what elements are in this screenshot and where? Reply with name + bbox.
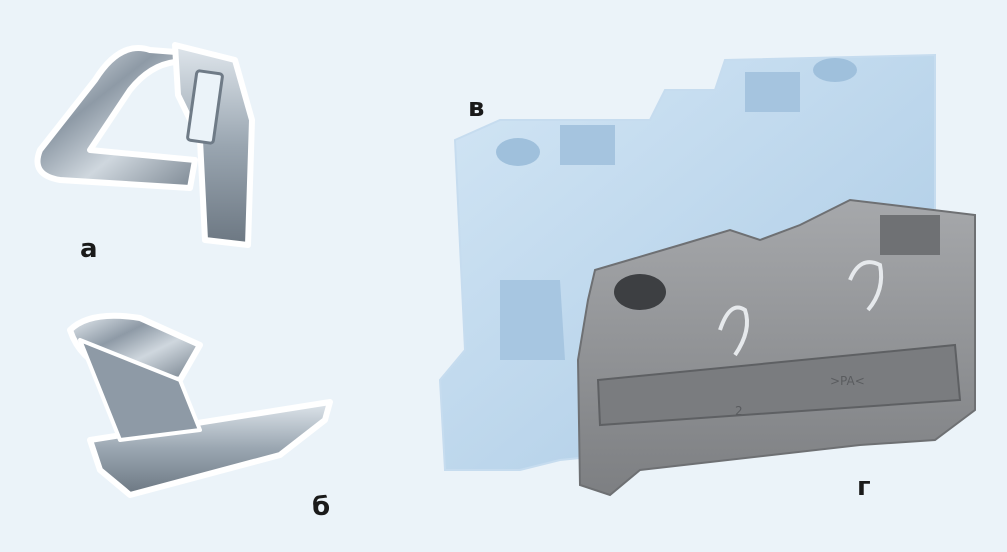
terminal-block-gray: >PA< 2 <box>576 198 976 497</box>
spring-clamp-b <box>67 312 333 498</box>
svg-text:>PA<: >PA< <box>830 374 865 388</box>
label-b: б <box>312 492 331 522</box>
label-g: г <box>857 472 871 502</box>
label-v: в <box>468 93 485 123</box>
label-a: а <box>80 234 98 264</box>
svg-text:2: 2 <box>735 404 743 418</box>
spring-clamp-a <box>34 42 255 248</box>
